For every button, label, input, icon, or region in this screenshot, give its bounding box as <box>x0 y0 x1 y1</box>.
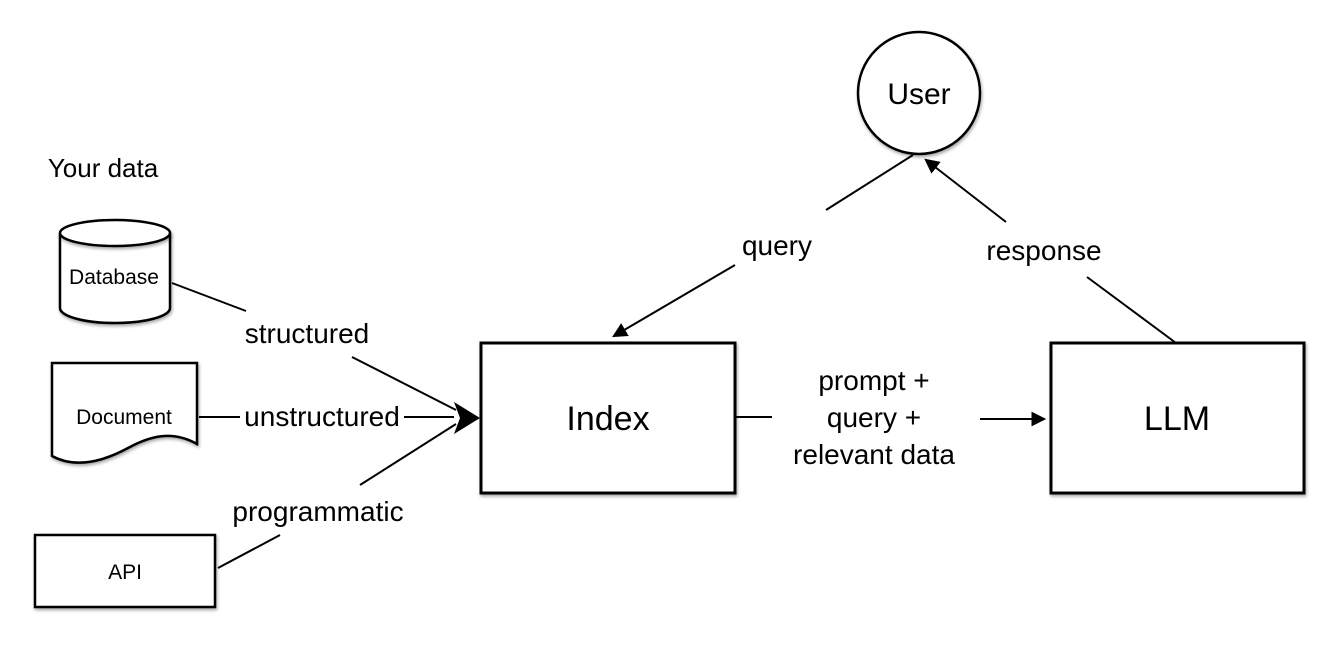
database-cylinder-top <box>58 218 172 248</box>
programmatic-edge-label: programmatic <box>232 496 403 527</box>
converging-arrowhead <box>454 402 480 434</box>
your-data-title: Your data <box>48 153 159 183</box>
database-to-structured-line <box>171 282 247 312</box>
labels-group: Your data User Database Document API Ind… <box>48 78 1210 584</box>
nodes-group <box>33 30 1306 609</box>
structured-to-index-line <box>351 356 457 411</box>
document-label: Document <box>76 406 172 429</box>
api-label: API <box>108 561 142 584</box>
llm-label: LLM <box>1144 400 1210 438</box>
database-cylinder-body <box>58 233 172 325</box>
response-edge-label: response <box>986 235 1101 266</box>
edges-group <box>171 154 1177 569</box>
prompt-line-2: query + <box>827 402 921 433</box>
index-label: Index <box>566 400 649 438</box>
user-label: User <box>887 78 950 111</box>
user-to-query-line <box>825 154 914 211</box>
api-to-programmatic-line <box>217 534 281 569</box>
prompt-line-1: prompt + <box>818 365 929 396</box>
index-box <box>479 341 737 495</box>
prompt-edge-label: prompt + query + relevant data <box>793 365 955 470</box>
prompt-line-3: relevant data <box>793 439 955 470</box>
query-to-index-arrow <box>612 264 736 338</box>
structured-edge-label: structured <box>245 318 370 349</box>
programmatic-to-index-line <box>359 423 457 486</box>
unstructured-edge-label: unstructured <box>244 401 400 432</box>
user-circle <box>856 30 982 156</box>
llm-to-response-line <box>1086 276 1177 344</box>
response-to-user-arrow <box>924 158 1007 223</box>
llm-box <box>1049 341 1306 495</box>
document-shape <box>50 361 199 464</box>
database-label: Database <box>69 266 159 289</box>
query-edge-label: query <box>742 230 812 261</box>
api-box <box>33 533 217 609</box>
